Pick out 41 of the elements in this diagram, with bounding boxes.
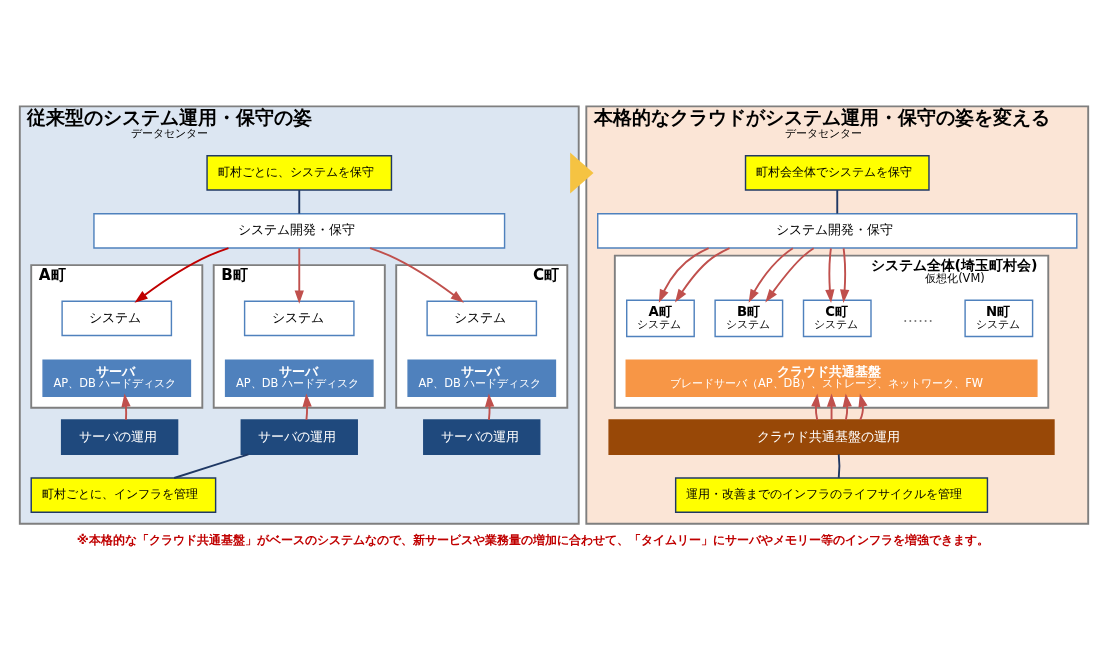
connector	[173, 452, 250, 479]
arrow	[675, 246, 731, 302]
arrow	[811, 392, 821, 421]
arrow	[765, 246, 815, 302]
arrow	[302, 392, 312, 421]
node-box: サーバ AP、DB ハードディスク	[407, 358, 557, 397]
arrow	[658, 246, 710, 303]
node-box: 運用・改善までのインフラのライフサイクルを管理	[674, 476, 989, 513]
arrow	[570, 152, 594, 193]
node-box: クラウド共通基盤の運用	[608, 418, 1055, 455]
arrow	[121, 392, 131, 421]
arrow	[842, 392, 852, 421]
connector	[836, 188, 839, 215]
arrow	[858, 393, 868, 421]
node-box: サーバ AP、DB ハードディスク	[224, 358, 374, 397]
label: ……	[902, 307, 934, 326]
node-box: 町村ごとに、システムを保守	[206, 154, 393, 191]
node-box: システム	[426, 300, 538, 336]
connector	[298, 188, 301, 215]
caption: ※本格的な「クラウド共通基盤」がベースのシステムなので、新サービスや業務量の増加に合わせて、「タイムリー」にサーバやメモリー等のインフラを増強できます。	[76, 532, 989, 547]
node-box: サーバの運用	[240, 418, 358, 455]
node-box: 町村会全体でシステムを保守	[744, 154, 930, 191]
node-box: システム開発・保守	[597, 212, 1078, 249]
node-box: A町 システム	[626, 299, 695, 337]
arrow	[825, 246, 835, 303]
node-box: システム	[61, 300, 173, 336]
node-box: サーバの運用	[423, 418, 541, 455]
arrow	[840, 246, 850, 303]
node-box: C町 システム	[802, 299, 872, 337]
node-box: クラウド共通基盤 ブレードサーバ（AP、DB）、ストレージ、ネットワーク、FW	[625, 358, 1038, 397]
connector	[837, 452, 841, 479]
arrow	[826, 392, 837, 421]
node-box: サーバ AP、DB ハードディスク	[42, 358, 192, 397]
node-box: システム開発・保守	[93, 212, 506, 249]
arrow	[748, 246, 794, 303]
node-box: N町 システム	[964, 299, 1034, 337]
arrow	[294, 246, 304, 304]
node-box: システム	[243, 300, 355, 336]
node-box: サーバの運用	[60, 418, 179, 455]
node-box: 町村ごとに、インフラを管理	[30, 476, 217, 513]
node-box: B町 システム	[714, 299, 784, 337]
